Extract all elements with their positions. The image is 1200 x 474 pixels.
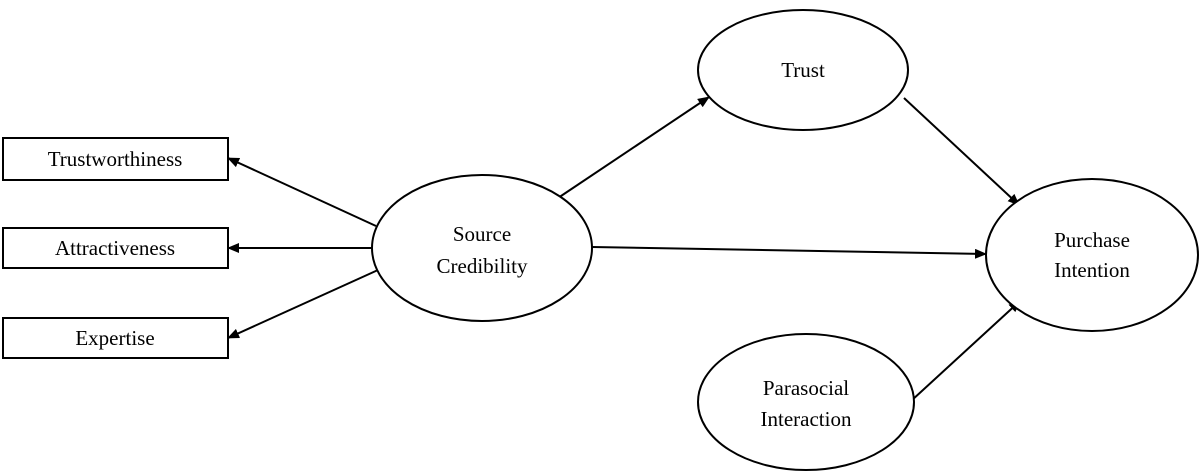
node-expertise: Expertise <box>2 317 229 359</box>
node-expertise-label: Expertise <box>75 326 154 350</box>
node-source-credibility-line1: Source <box>453 222 511 246</box>
node-parasocial-interaction-line2: Interaction <box>761 407 852 431</box>
edge-source-credibility-to-trust <box>557 96 710 199</box>
node-source-credibility: Source Credibility <box>371 174 593 322</box>
node-trustworthiness: Trustworthiness <box>2 137 229 181</box>
node-parasocial-interaction: Parasocial Interaction <box>697 333 915 471</box>
edge-source-credibility-to-expertise <box>227 269 379 339</box>
edge-source-credibility-to-purchase-intention <box>591 246 987 259</box>
node-purchase-intention: Purchase Intention <box>985 178 1199 332</box>
node-attractiveness-label: Attractiveness <box>55 236 175 260</box>
node-purchase-intention-line1: Purchase <box>1054 228 1130 252</box>
node-purchase-intention-line2: Intention <box>1054 258 1130 282</box>
node-source-credibility-line2: Credibility <box>437 254 528 278</box>
node-trust: Trust <box>697 9 909 131</box>
edge-trust-to-purchase-intention <box>903 97 1020 206</box>
edge-parasocial-interaction-to-purchase-intention <box>910 300 1021 402</box>
node-parasocial-interaction-line1: Parasocial <box>763 376 849 400</box>
node-trustworthiness-label: Trustworthiness <box>48 147 183 171</box>
node-trust-label: Trust <box>781 58 825 82</box>
node-attractiveness: Attractiveness <box>2 227 229 269</box>
edge-source-credibility-to-trustworthiness <box>227 157 377 227</box>
